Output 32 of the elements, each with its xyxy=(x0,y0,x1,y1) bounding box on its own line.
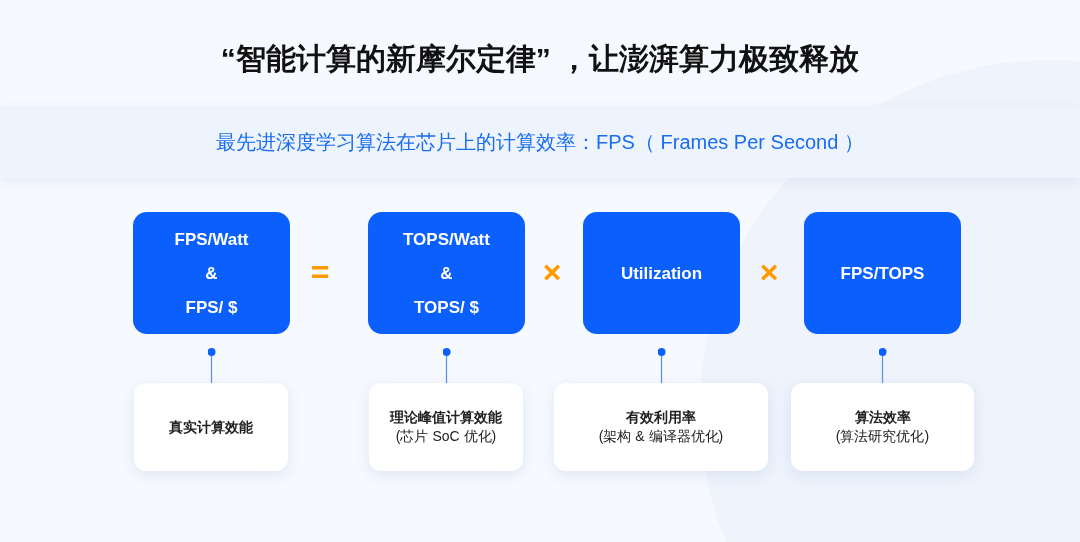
connector-line xyxy=(442,348,451,384)
description-card xyxy=(134,383,288,471)
card-heading: 算法效率 xyxy=(854,408,911,427)
connector-line xyxy=(657,348,666,384)
operator-symbol: × xyxy=(541,253,563,292)
metric-text: Utilization xyxy=(620,262,703,284)
metric-box xyxy=(368,212,525,334)
card-note: (架构 & 编译器优化) xyxy=(598,427,724,446)
card-heading: 有效利用率 xyxy=(626,408,696,427)
description-card xyxy=(554,383,768,471)
metric-text: TOPS/ $ xyxy=(414,296,479,318)
description-card xyxy=(791,383,974,471)
card-heading: 理论峰值计算效能 xyxy=(390,408,502,427)
metric-box xyxy=(133,212,290,334)
connector-line xyxy=(878,348,887,384)
description-card xyxy=(369,383,523,471)
metric-text: FPS/Watt xyxy=(174,228,249,250)
metric-box xyxy=(583,212,740,334)
operator-symbol: × xyxy=(758,253,780,292)
metric-text: FPS/ $ xyxy=(185,296,238,318)
title: “智能计算的新摩尔定律” ，让澎湃算力极致释放 xyxy=(219,41,861,77)
card-heading: 真实计算效能 xyxy=(169,417,253,437)
metric-text: & xyxy=(205,262,218,284)
metric-text: FPS/TOPS xyxy=(840,262,925,284)
metric-box xyxy=(804,212,961,334)
card-note: (算法研究优化) xyxy=(835,427,930,446)
metric-text: TOPS/Watt xyxy=(403,228,490,250)
connector-line xyxy=(207,348,216,384)
banner-text: 最先进深度学习算法在芯片上的计算效率：FPS（ Frames Per Second ） xyxy=(216,130,864,155)
card-note: (芯片 SoC 优化) xyxy=(395,427,497,446)
metric-text: & xyxy=(440,262,453,284)
operator-symbol: = xyxy=(309,253,331,292)
